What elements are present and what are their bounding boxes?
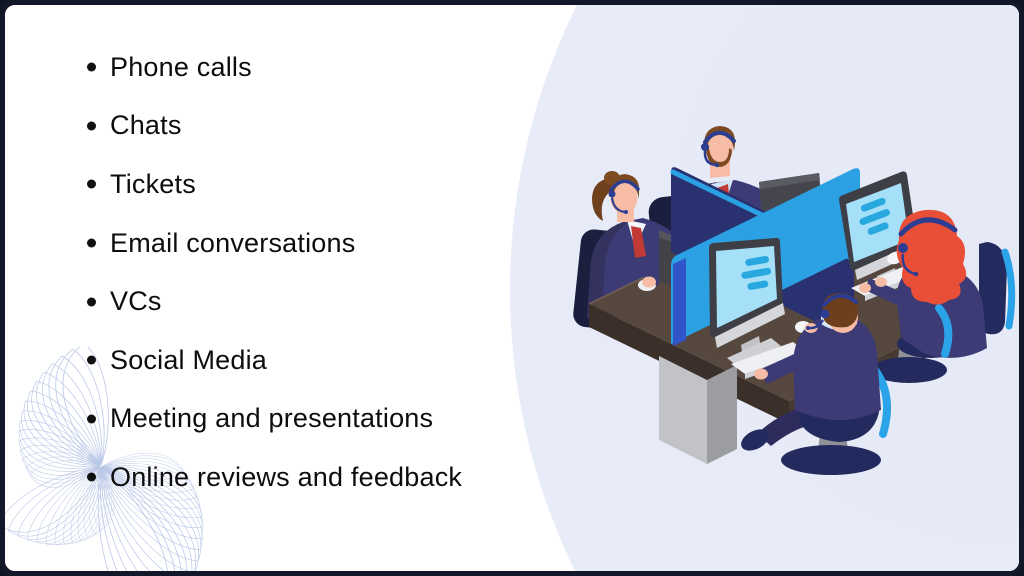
bullet-item: Phone calls xyxy=(87,38,462,97)
bullet-item: Meeting and presentations xyxy=(87,390,462,449)
bullet-item: VCs xyxy=(87,272,462,331)
bullet-item: Chats xyxy=(87,97,462,156)
agent-right xyxy=(859,209,1016,383)
bullet-item: Social Media xyxy=(87,331,462,390)
monitor-south xyxy=(709,237,785,366)
bullet-item: Tickets xyxy=(87,155,462,214)
bullet-item: Email conversations xyxy=(87,214,462,273)
bullet-list: Phone calls Chats Tickets Email conversa… xyxy=(87,38,462,507)
agent-front xyxy=(741,293,891,475)
call-center-team-illustration xyxy=(573,126,1016,475)
bullet-item: Online reviews and feedback xyxy=(87,448,462,507)
